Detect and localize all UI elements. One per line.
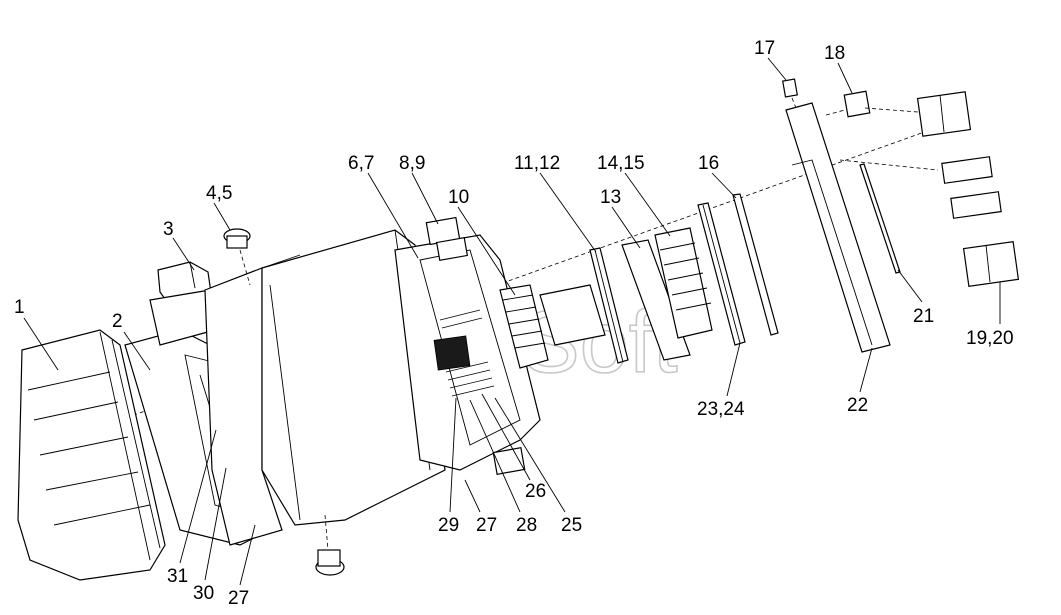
plug-bottom [315, 514, 345, 576]
part-4-5-plug-top [223, 228, 251, 286]
callout-28: 28 [516, 515, 537, 536]
part-19-20-connectors [839, 91, 1020, 287]
part-21-gasket [859, 163, 901, 274]
callout-29: 29 [438, 515, 459, 536]
callout-6-7: 6,7 [348, 153, 374, 174]
callout-23-24: 23,24 [697, 399, 745, 420]
part-1-hub [17, 329, 166, 581]
part-18-nut [825, 90, 871, 118]
part-14-15-disc-pack [654, 227, 713, 339]
part-8-9-blocks [425, 216, 526, 475]
callout-21: 21 [913, 306, 934, 327]
callout-10: 10 [448, 187, 469, 208]
callout-4-5: 4,5 [206, 183, 232, 204]
part-11-12-disc [589, 247, 629, 364]
part-22-cover-plate [785, 102, 891, 353]
part-17-pin [782, 78, 798, 109]
callout-1: 1 [14, 297, 25, 318]
callout-31: 31 [167, 566, 188, 587]
callout-17: 17 [754, 38, 775, 59]
callout-27-b: 27 [228, 588, 249, 609]
callouts: 1 2 3 4,5 6,7 8,9 10 11,12 13 14,15 16 1… [14, 38, 1014, 609]
callout-19-20: 19,20 [966, 328, 1014, 349]
part-16-ring [732, 193, 779, 336]
callout-18: 18 [824, 43, 845, 64]
callout-14-15: 14,15 [597, 153, 645, 174]
callout-26: 26 [525, 481, 546, 502]
callout-16: 16 [698, 153, 719, 174]
part-23-24-friction-disc [697, 202, 746, 346]
callout-22: 22 [847, 395, 868, 416]
callout-3: 3 [163, 219, 174, 240]
callout-13: 13 [600, 187, 621, 208]
callout-27-a: 27 [476, 515, 497, 536]
callout-8-9: 8,9 [399, 153, 425, 174]
callout-30: 30 [193, 583, 214, 604]
callout-2: 2 [112, 311, 123, 332]
callout-11-12: 11,12 [514, 153, 560, 174]
callout-25: 25 [561, 515, 582, 536]
part-13-plate [621, 239, 691, 361]
part-10-gear [499, 284, 606, 369]
